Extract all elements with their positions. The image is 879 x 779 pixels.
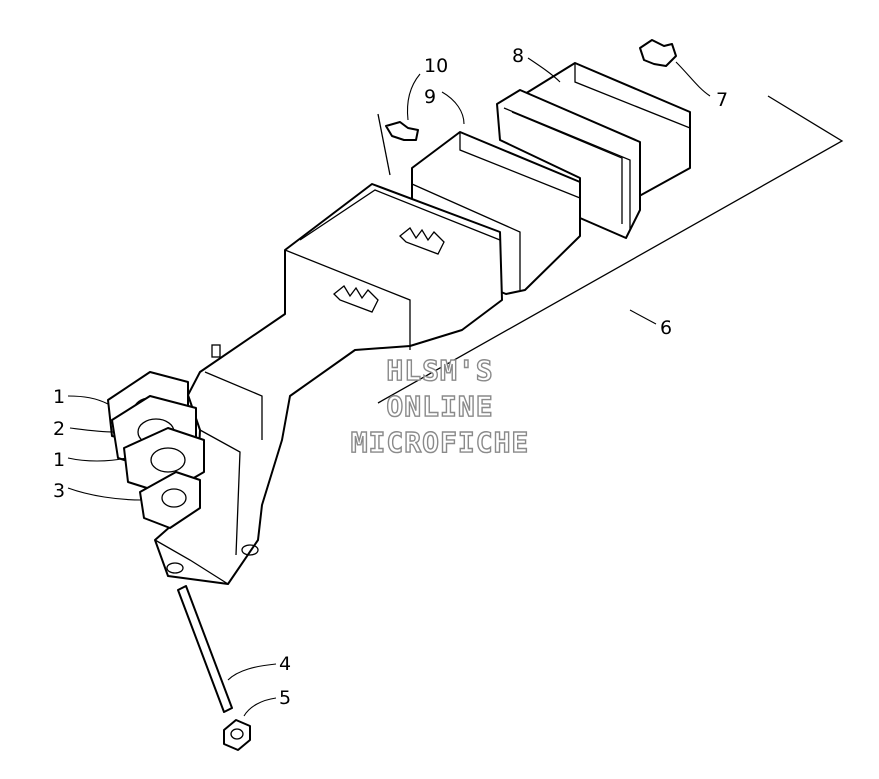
callout-3: 3 bbox=[53, 480, 65, 502]
callout-6: 6 bbox=[660, 317, 672, 339]
part-5-nut bbox=[223, 719, 251, 751]
callout-8: 8 bbox=[512, 45, 524, 67]
leader-lines bbox=[67, 57, 711, 717]
callout-2: 2 bbox=[53, 418, 65, 440]
part-10-bolt bbox=[377, 113, 419, 176]
watermark-line-1: HLSM'S bbox=[386, 354, 493, 387]
part-7-wing-clip bbox=[639, 39, 677, 67]
part-8-seal-boot bbox=[496, 62, 691, 239]
callout-7: 7 bbox=[716, 89, 728, 111]
watermark: HLSM'S ONLINE MICROFICHE bbox=[350, 353, 530, 459]
assembly-bracket-6 bbox=[377, 95, 844, 404]
callout-1a: 1 bbox=[53, 386, 65, 408]
callout-9: 9 bbox=[424, 86, 436, 108]
callout-1b: 1 bbox=[53, 449, 65, 471]
callout-labels: 1 2 1 3 4 5 6 7 8 9 10 bbox=[53, 45, 728, 709]
watermark-line-3: MICROFICHE bbox=[351, 426, 530, 459]
part-3-flange-gasket bbox=[139, 471, 201, 529]
watermark-line-2: ONLINE bbox=[386, 390, 493, 423]
callout-4: 4 bbox=[279, 653, 291, 675]
callout-5: 5 bbox=[279, 687, 291, 709]
part-4-stud-bolt bbox=[177, 585, 233, 713]
callout-10: 10 bbox=[424, 55, 448, 77]
